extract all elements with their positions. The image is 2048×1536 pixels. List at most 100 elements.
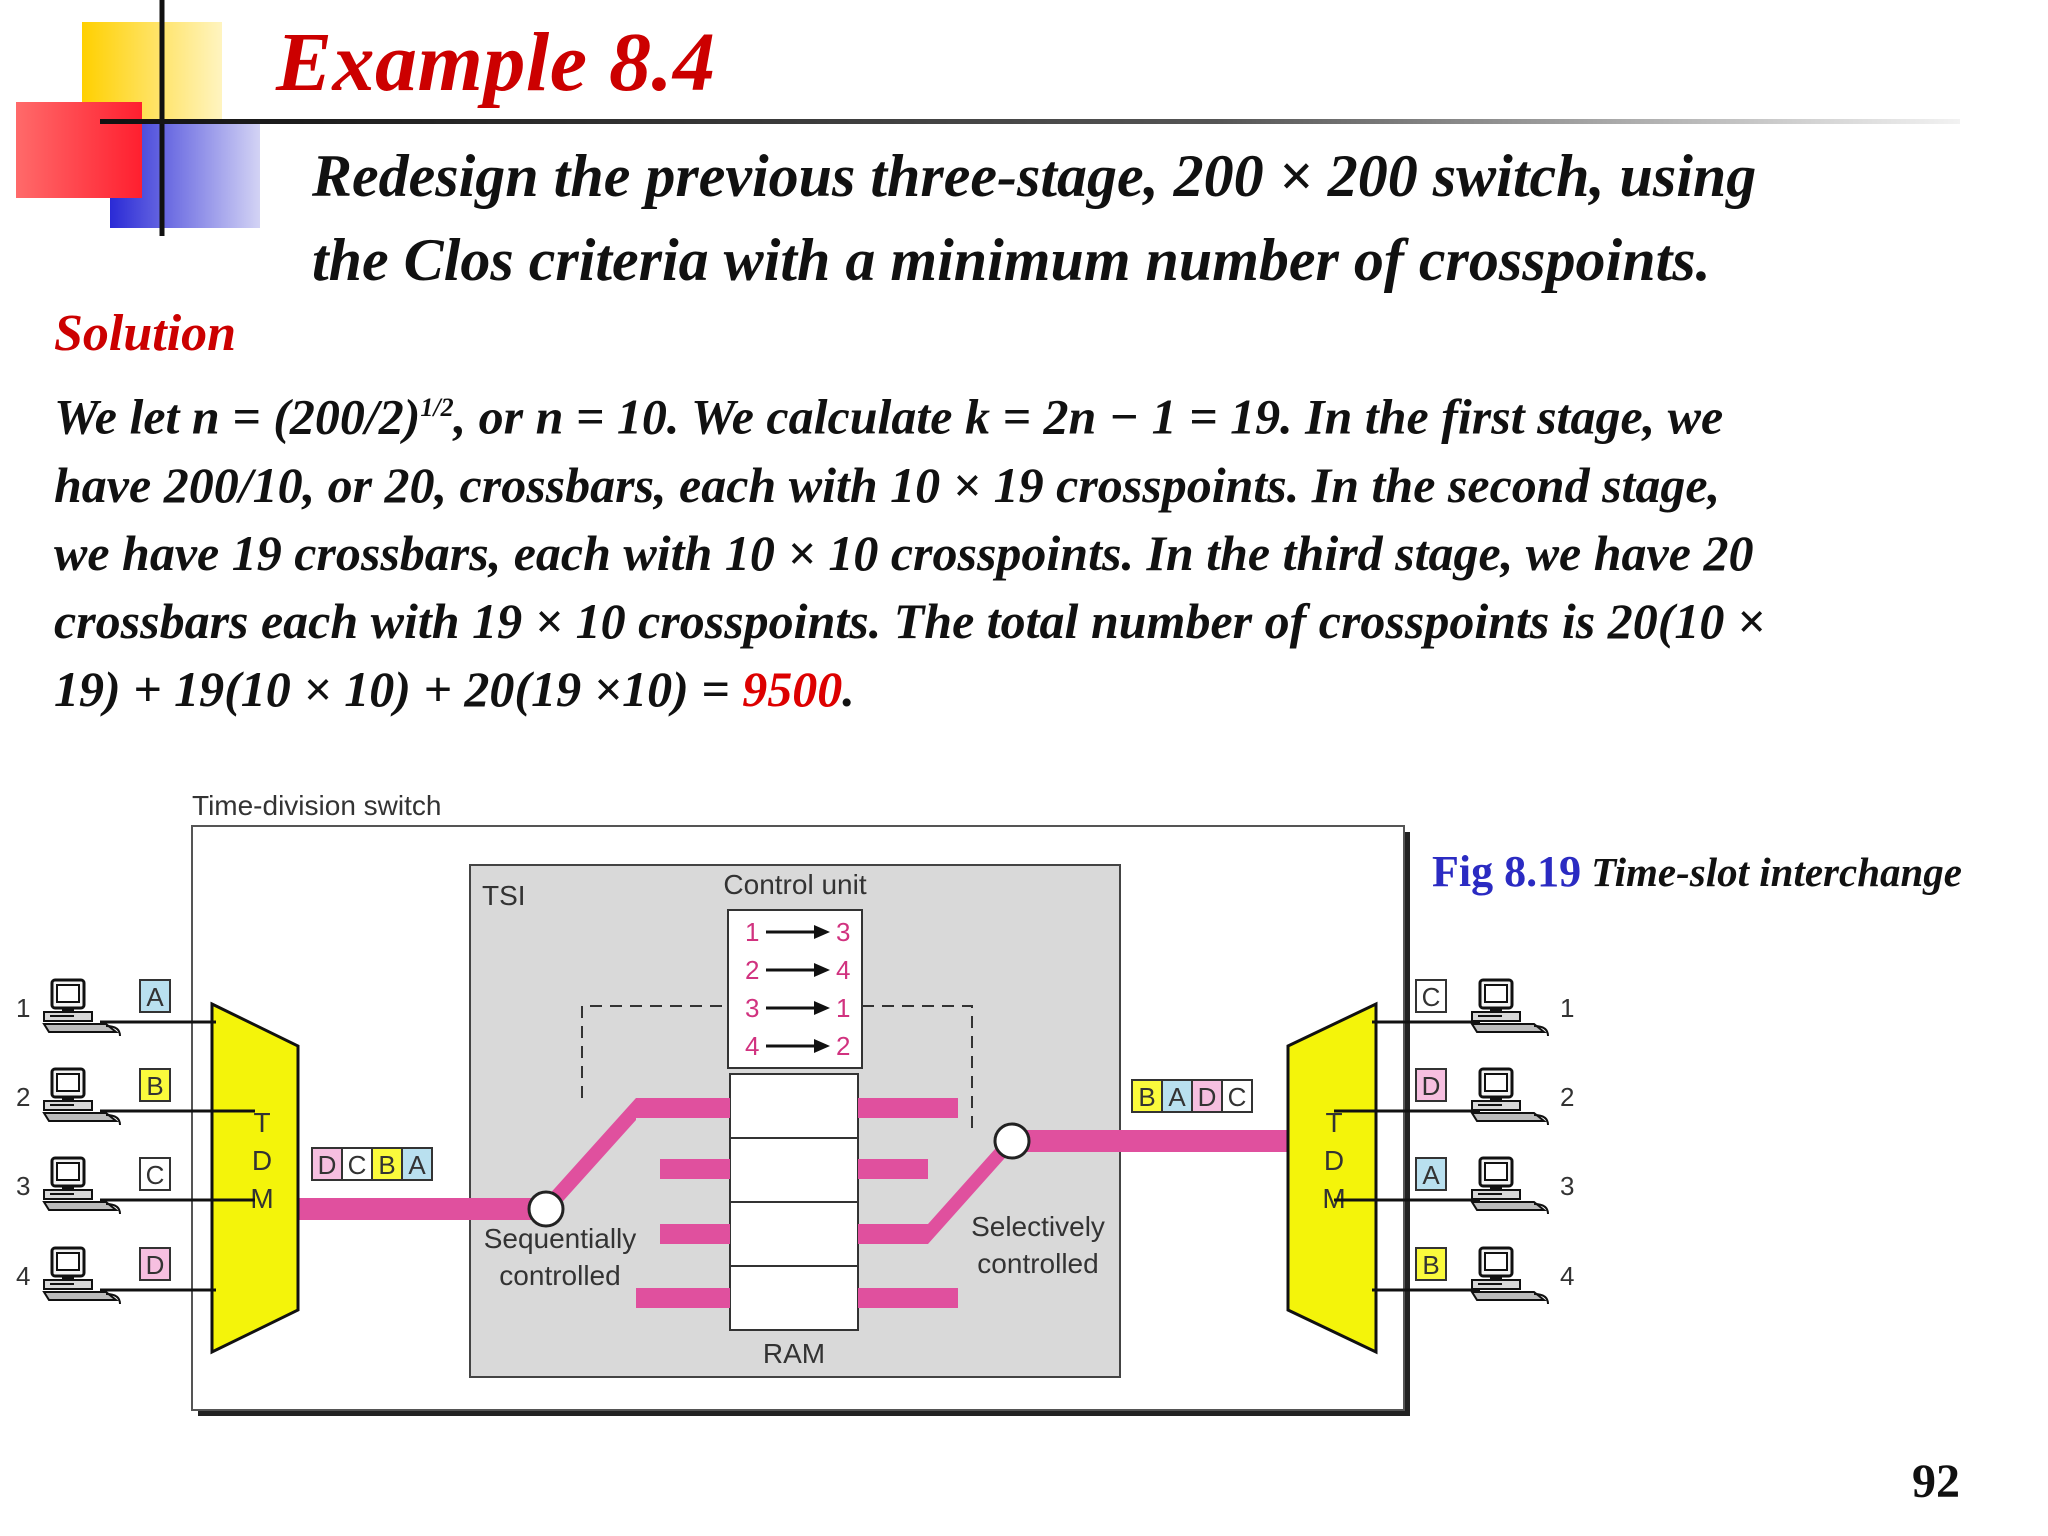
mapping-rows: 1 3 2 4 3 1 4 2	[745, 917, 850, 1061]
frame-slot-label: A	[1168, 1082, 1186, 1112]
tdm-letter: T	[253, 1107, 270, 1138]
solution-line: we have 19 crossbars, each with 10 × 10 …	[54, 524, 1754, 581]
sequential-label: controlled	[499, 1260, 620, 1291]
input-port-number: 4	[16, 1261, 30, 1291]
selective-switch-pivot	[993, 1122, 1031, 1160]
page-number: 92	[1912, 1455, 1960, 1508]
title-rule	[100, 119, 1960, 124]
arrowhead-icon	[814, 925, 830, 939]
ram-write-lead	[636, 1288, 730, 1308]
seq-switch-arm	[546, 1098, 636, 1220]
problem-statement: Redesign the previous three-stage, 200 ×…	[312, 134, 2032, 302]
ram-read-lead	[858, 1159, 928, 1179]
data-unit-box	[1415, 979, 1447, 1013]
data-unit-box	[1415, 1157, 1447, 1191]
solution-heading: Solution	[54, 305, 237, 362]
data-unit-label: B	[1422, 1250, 1439, 1280]
solution-text-segment: 19) + 19(10 × 10) + 20(19 ×10) =	[54, 660, 743, 717]
tdm-letter: T	[1325, 1107, 1342, 1138]
data-unit-label: A	[1422, 1160, 1440, 1190]
computer-icon	[1470, 1067, 1550, 1127]
mapping-to: 3	[836, 917, 850, 947]
frame-slot-label: B	[1138, 1082, 1155, 1112]
ram-read-lead	[858, 1224, 928, 1244]
selective-label: controlled	[977, 1248, 1098, 1279]
computer-icon	[42, 978, 122, 1038]
control-line-left	[581, 1005, 728, 1098]
tsi-label: TSI	[482, 880, 526, 911]
solution-text: We let n = (200/2)1/2, or n = 10. We cal…	[54, 374, 2034, 723]
figure-number: Fig 8.19	[1432, 847, 1582, 896]
sequential-switch-pivot	[527, 1190, 565, 1228]
control-line-right	[862, 1005, 973, 1132]
figure-title: Time-slot interchange	[1591, 849, 1962, 895]
solution-line: 19) + 19(10 × 10) + 20(19 ×10) = 9500.	[54, 655, 2034, 723]
output-port-number: 4	[1560, 1261, 1574, 1291]
solution-line: have 200/10, or 20, crossbars, each with…	[54, 456, 1721, 513]
selective-label: Selectively	[971, 1211, 1105, 1242]
input-port-number: 1	[16, 993, 30, 1023]
data-unit-box	[139, 1157, 171, 1191]
output-port-number: 3	[1560, 1171, 1574, 1201]
solution-line: crossbars each with 19 × 10 crosspoints.…	[54, 592, 1766, 649]
frame-slot-label: A	[408, 1150, 426, 1180]
tdm-letter: D	[252, 1145, 272, 1176]
data-unit-label: D	[1422, 1071, 1441, 1101]
computer-icon	[42, 1067, 122, 1127]
tdm-letter: M	[250, 1183, 273, 1214]
solution-text-segment: , or n = 10. We calculate k = 2n − 1 = 1…	[453, 388, 1724, 445]
output-station: D 2	[1334, 1067, 1574, 1127]
solution-text-segment: .	[842, 660, 855, 717]
data-unit-box	[1415, 1068, 1447, 1102]
ram-write-lead	[636, 1098, 730, 1118]
output-station: C 1	[1372, 978, 1574, 1038]
answer-value: 9500	[742, 660, 843, 717]
control-unit-table	[727, 909, 863, 1069]
data-unit-box	[139, 979, 171, 1013]
mapping-row: 2 4	[745, 955, 850, 985]
ram-read-lead	[858, 1098, 958, 1118]
computer-icon	[1470, 1156, 1550, 1216]
mapping-from: 4	[745, 1031, 759, 1061]
mapping-row: 3 1	[745, 993, 850, 1023]
computer-icon	[1470, 978, 1550, 1038]
mapping-from: 1	[745, 917, 759, 947]
data-unit-label: C	[1422, 982, 1441, 1012]
computer-icon	[42, 1156, 122, 1216]
mapping-to: 1	[836, 993, 850, 1023]
output-port-number: 2	[1560, 1082, 1574, 1112]
ram-write-lead	[660, 1159, 730, 1179]
ram-write-lead	[660, 1224, 730, 1244]
computer-icon	[1470, 1246, 1550, 1306]
data-unit-box	[139, 1247, 171, 1281]
data-unit-label: C	[146, 1160, 165, 1190]
data-unit-label: B	[146, 1071, 163, 1101]
input-tdm-multiplexer	[210, 1001, 300, 1355]
problem-line: Redesign the previous three-stage, 200 ×…	[312, 143, 1757, 209]
arrowhead-icon	[814, 963, 830, 977]
mapping-row: 1 3	[745, 917, 850, 947]
input-station: 4 D	[16, 1246, 216, 1306]
frame-slot-label: B	[378, 1150, 395, 1180]
data-unit-box	[139, 1068, 171, 1102]
data-unit-box	[1415, 1247, 1447, 1281]
exponent: 1/2	[420, 393, 454, 422]
frame-slot-label: C	[348, 1150, 367, 1180]
output-path	[1012, 1130, 1288, 1152]
input-port-number: 2	[16, 1082, 30, 1112]
corner-logo	[16, 0, 260, 236]
mapping-from: 3	[745, 993, 759, 1023]
solution-text-segment: We let n = (200/2)	[54, 388, 421, 445]
mapping-to: 4	[836, 955, 850, 985]
frame-slot	[1191, 1079, 1223, 1113]
input-station: 3 C	[16, 1156, 255, 1216]
control-unit-label: Control unit	[723, 869, 866, 900]
input-frame: D C B A	[311, 1147, 433, 1181]
mapping-row: 4 2	[745, 1031, 850, 1061]
frame-slot	[401, 1147, 433, 1181]
input-station: 1 A	[16, 978, 216, 1038]
data-unit-label: A	[146, 982, 164, 1012]
frame-slot-label: D	[1198, 1082, 1217, 1112]
mapping-from: 2	[745, 955, 759, 985]
